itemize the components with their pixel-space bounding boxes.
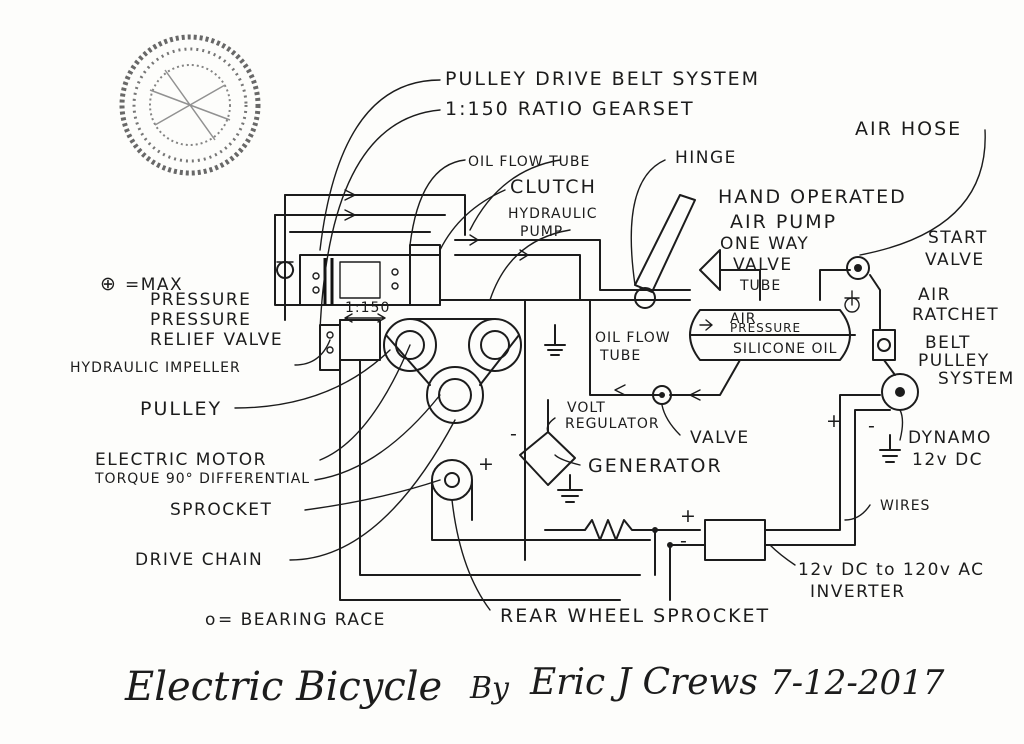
label-drive-chain: DRIVE CHAIN (135, 550, 263, 570)
sign-minus-2: - (680, 530, 689, 552)
label-dynamo-1: DYNAMO (908, 428, 992, 448)
label-gearset: 1:150 RATIO GEARSET (445, 98, 695, 120)
label-bearing-race: = BEARING RACE (218, 610, 386, 630)
label-start-valve: VALVE (925, 250, 985, 270)
ground-icon (544, 324, 901, 503)
label-belt-pulley-3: SYSTEM (938, 369, 1015, 389)
label-dynamo-2: 12v DC (912, 450, 983, 470)
label-air-ratchet-1: AIR (918, 285, 951, 305)
label-oil-flow-mid-2: TUBE (599, 348, 641, 364)
label-oil-flow-tube-top: OIL FLOW TUBE (468, 154, 590, 170)
label-air-pressure-1: AIR (730, 311, 756, 327)
label-oil-flow-mid-1: OIL FLOW (595, 330, 671, 346)
label-max-2: PRESSURE (150, 290, 251, 310)
label-volt-regulator-2: REGULATOR (565, 416, 660, 432)
sign-minus-3: - (868, 415, 877, 437)
label-max-1: =MAX (125, 275, 183, 295)
label-pump: PUMP (520, 224, 563, 240)
label-belt-pulley-1: BELT (925, 333, 971, 353)
label-air-hose: AIR HOSE (855, 118, 962, 140)
label-pulley: PULLEY (140, 398, 222, 420)
label-max-3: PRESSURE (150, 310, 251, 330)
sign-minus-1: - (510, 423, 519, 445)
sign-plus-2: + (680, 505, 698, 527)
drawing-title: Electric Bicycle (124, 664, 442, 710)
electrical-wiring (544, 394, 891, 601)
label-hydraulic-impeller: HYDRAULIC IMPELLER (70, 360, 241, 376)
label-tube: TUBE (739, 278, 781, 294)
label-air-ratchet-2: RATCHET (912, 305, 999, 325)
footer: Electric Bicycle By Eric J Crews 7-12-20… (124, 662, 945, 710)
bearing-race-symbol: o (205, 610, 217, 630)
label-silicone-oil: SILICONE OIL (733, 341, 837, 357)
label-pulley-drive-belt-system: PULLEY DRIVE BELT SYSTEM (445, 68, 760, 90)
label-inverter-2: INVERTER (810, 582, 906, 602)
label-belt-pulley-2: PULLEY (918, 351, 990, 371)
label-clutch: CLUTCH (510, 176, 597, 198)
label-volt-regulator-1: VOLT (567, 400, 606, 416)
label-generator: GENERATOR (588, 455, 723, 477)
notary-seal-icon (119, 34, 261, 176)
label-inverter-1: 12v DC to 120v AC (798, 560, 985, 580)
label-sprocket: SPROCKET (170, 500, 272, 520)
bottom-valve (652, 385, 672, 405)
label-wires: WIRES (880, 498, 930, 514)
drawing-date: 7-12-2017 (770, 663, 945, 703)
label-hand-operated: HAND OPERATED (718, 186, 907, 208)
label-air-pump: AIR PUMP (730, 211, 837, 233)
label-max-4: RELIEF VALVE (150, 330, 283, 350)
label-one-way: ONE WAY (720, 234, 809, 254)
leader-lines (234, 79, 986, 611)
label-hinge: HINGE (675, 148, 737, 168)
label-hydraulic: HYDRAULIC (508, 206, 598, 222)
sign-plus-1: + (478, 453, 496, 475)
labels: PULLEY DRIVE BELT SYSTEM 1:150 RATIO GEA… (70, 68, 1015, 630)
sign-plus-3: + (826, 410, 844, 432)
air-pressure-tank (689, 309, 856, 361)
label-torque-diff: TORQUE 90° DIFFERENTIAL (94, 471, 310, 487)
label-electric-motor: ELECTRIC MOTOR (95, 450, 267, 470)
clutch-housing (276, 244, 441, 306)
signature: Eric J Crews (529, 662, 758, 703)
label-start: START (928, 228, 988, 248)
label-ratio-small: 1:150 (345, 300, 390, 316)
label-valve-bottom: VALVE (690, 428, 750, 448)
max-pressure-symbol: ⊕ (100, 273, 118, 295)
drive-train (339, 299, 651, 601)
right-mechanisms (844, 256, 919, 411)
hydraulic-circuit (274, 189, 881, 401)
hand-air-pump (634, 194, 761, 309)
by-text: By (469, 671, 510, 706)
max-pressure-relief-icon (276, 261, 294, 279)
label-rear-wheel-sprocket: REAR WHEEL SPROCKET (500, 605, 770, 627)
label-air-pressure-2: PRESSURE (730, 321, 801, 335)
label-valve-word: VALVE (733, 255, 793, 275)
